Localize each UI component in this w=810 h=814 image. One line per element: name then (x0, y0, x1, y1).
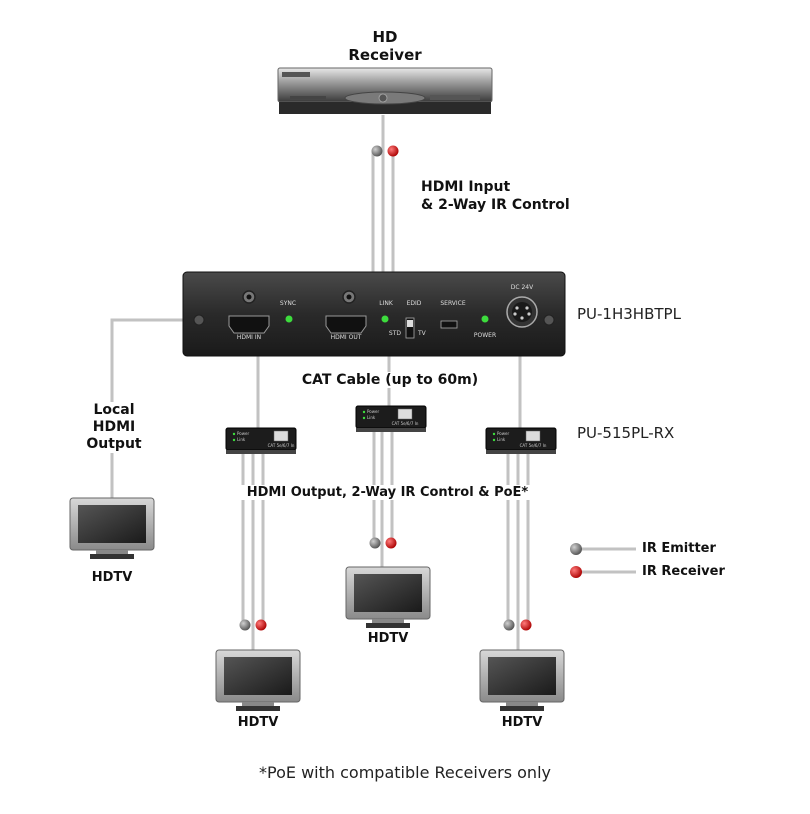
tv-right (479, 649, 565, 711)
local-output-line2: HDMI (92, 419, 136, 435)
tx-power-led (481, 315, 489, 323)
hd-receiver-device (277, 67, 493, 114)
tx-label-power: POWER (474, 332, 496, 339)
tv-local (69, 497, 155, 559)
tx-label-sync: SYNC (280, 300, 296, 307)
receiver-model-label: PU-515PL-RX (577, 424, 675, 442)
tx-label-service: SERVICE (440, 300, 466, 307)
tx-link-led (381, 315, 389, 323)
local-output-label: Local HDMI Output (72, 402, 156, 453)
tv-left-label: HDTV (237, 715, 279, 730)
rx-middle-led-link: Link (367, 415, 376, 420)
input-label-line2: & 2-Way IR Control (421, 197, 570, 213)
tx-hdmi-in-port (228, 315, 270, 334)
source-label: HD Receiver (335, 28, 435, 64)
receiver-device-right: Power Link CAT 5e/6/7 In (485, 427, 557, 454)
tv-left (215, 649, 301, 711)
tx-edid-switch (405, 317, 415, 339)
ir-emitter-dot-source (371, 145, 383, 157)
rx-right-cat-label: CAT 5e/6/7 In (520, 443, 547, 448)
tv-middle-label: HDTV (367, 631, 409, 646)
tv-local-label: HDTV (91, 570, 133, 585)
tx-service-port (440, 320, 458, 329)
input-label-line1: HDMI Input (421, 179, 511, 195)
input-label: HDMI Input & 2-Way IR Control (421, 178, 570, 214)
ir-emitter-dot-right (503, 619, 515, 631)
tx-sync-led (285, 315, 293, 323)
receiver-device-middle: Power Link CAT 5e/6/7 In (355, 405, 427, 432)
legend-receiver-dot (570, 566, 582, 578)
tx-label-tv: TV (417, 330, 427, 337)
output-label: HDMI Output, 2-Way IR Control & PoE* (215, 485, 560, 500)
rx-right-led-link: Link (497, 437, 506, 442)
ir-receiver-dot-source (387, 145, 399, 157)
ir-emitter-dot-left (239, 619, 251, 631)
rx-middle-cat-label: CAT 5e/6/7 In (392, 421, 419, 426)
cat-cable-label: CAT Cable (up to 60m) (270, 372, 510, 388)
transmitter-model-label: PU-1H3HBTPL (577, 305, 681, 323)
ir-receiver-dot-middle (385, 537, 397, 549)
tx-label-link: LINK (379, 300, 394, 307)
rx-left-led-power: Power (237, 431, 249, 436)
ir-dots (239, 145, 582, 631)
ir-emitter-dot-middle (369, 537, 381, 549)
tx-label-edid: EDID (407, 300, 422, 307)
rx-right-led-power: Power (497, 431, 509, 436)
rx-left-led-link: Link (237, 437, 246, 442)
footnote: *PoE with compatible Receivers only (259, 763, 551, 782)
ir-receiver-dot-left (255, 619, 267, 631)
receiver-device-left: Power Link CAT 5e/6/7 In (225, 427, 297, 454)
rx-left-cat-label: CAT 5e/6/7 In (268, 443, 295, 448)
local-output-line1: Local (93, 402, 135, 418)
ir-receiver-dot-right (520, 619, 532, 631)
tv-right-label: HDTV (501, 715, 543, 730)
tx-hdmi-out-port (325, 315, 367, 334)
tx-label-hdmi-out: HDMI OUT (331, 334, 362, 341)
tx-label-dc: DC 24V (511, 284, 534, 291)
rx-middle-led-power: Power (367, 409, 379, 414)
tx-label-std: STD (389, 330, 401, 337)
source-label-line2: Receiver (348, 46, 422, 64)
legend-emitter-label: IR Emitter (642, 541, 716, 556)
tx-label-hdmi-in: HDMI IN (237, 334, 261, 341)
tv-middle (345, 566, 431, 628)
legend-receiver-label: IR Receiver (642, 564, 725, 579)
source-label-line1: HD (372, 28, 398, 46)
legend-emitter-dot (570, 543, 582, 555)
local-output-line3: Output (86, 436, 142, 452)
transmitter-device: HDMI IN SYNC HDMI OUT LINK EDID STD TV S… (182, 271, 566, 357)
